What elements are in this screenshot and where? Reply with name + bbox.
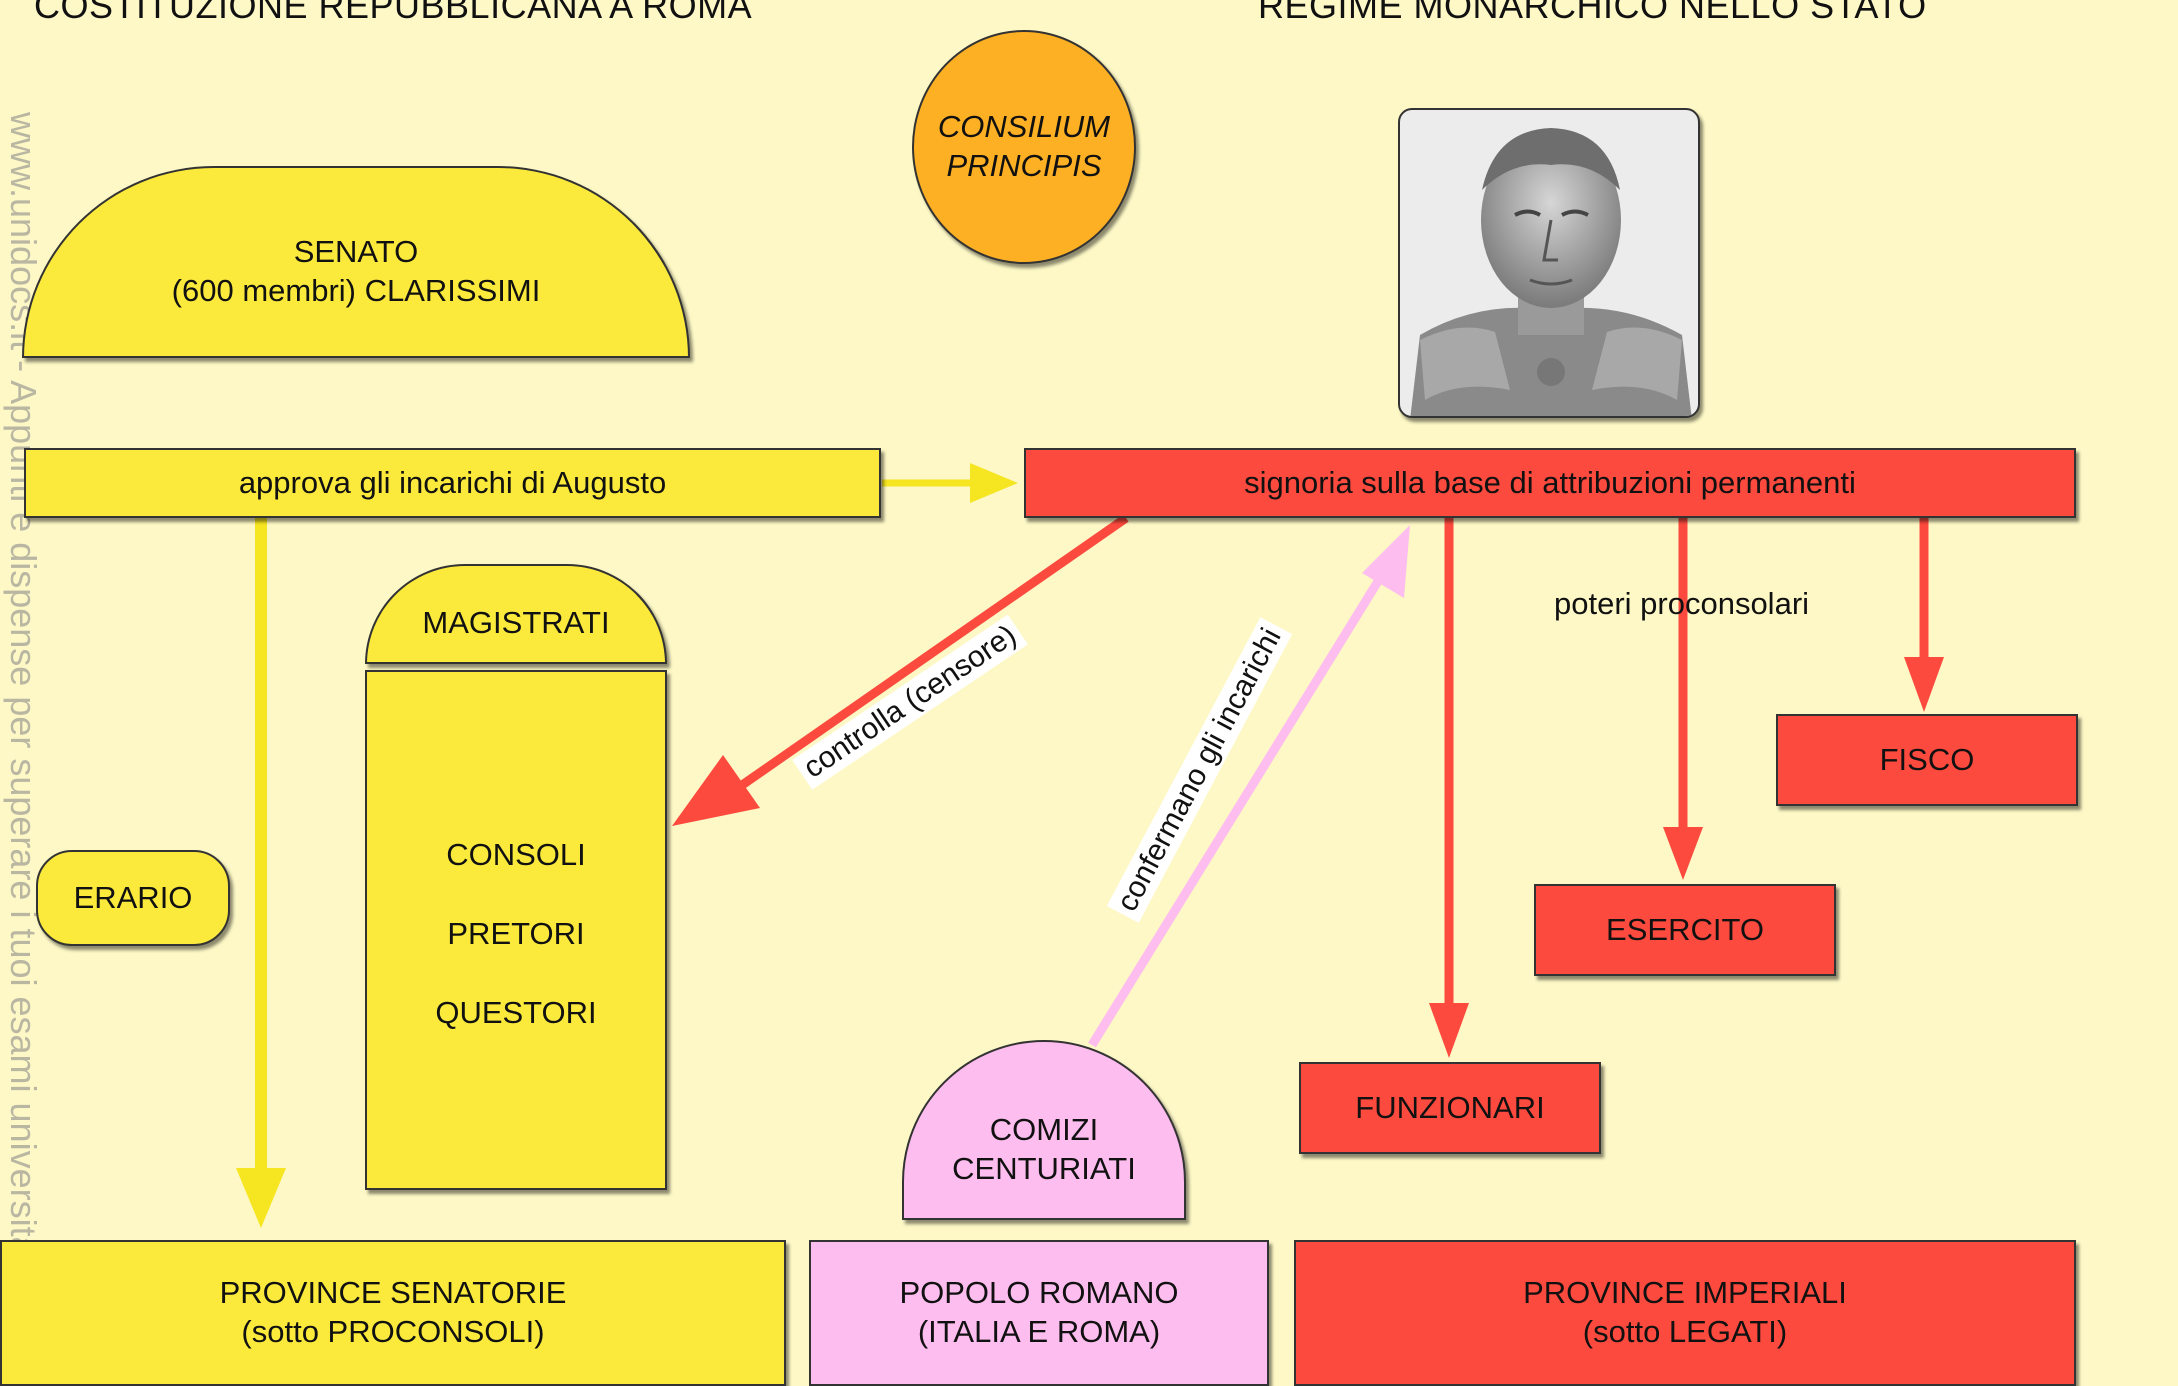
magistrati-title: MAGISTRATI <box>422 604 610 640</box>
augustus-bust-image <box>1398 108 1700 418</box>
province-senatorie-subtitle: (sotto PROCONSOLI) <box>241 1314 545 1349</box>
funzionari-box: FUNZIONARI <box>1299 1062 1601 1154</box>
popolo-romano-title: POPOLO ROMANO <box>899 1275 1179 1311</box>
senato-title: SENATO <box>293 234 419 270</box>
poteri-proconsolari-label: poteri proconsolari <box>1554 586 1810 621</box>
comizi-line1: COMIZI <box>989 1112 1099 1148</box>
funzionari-label: FUNZIONARI <box>1355 1089 1545 1125</box>
comizi-centuriati-dome: COMIZI CENTURIATI <box>902 1040 1186 1220</box>
controlla-label: controlla (censore) <box>792 614 1029 790</box>
arrow-to-esercito <box>1663 518 1703 880</box>
arrow-to-funzionari <box>1429 518 1469 1058</box>
magistrati-item-questori: QUESTORI <box>435 994 597 1030</box>
magistrati-item-consoli: CONSOLI <box>446 837 586 872</box>
esercito-label: ESERCITO <box>1606 911 1764 947</box>
arrow-approva-to-province-senatorie <box>236 516 286 1228</box>
magistrati-dome: MAGISTRATI <box>365 564 667 664</box>
approva-bar: approva gli incarichi di Augusto <box>24 448 881 518</box>
signoria-bar: signoria sulla base di attribuzioni perm… <box>1024 448 2076 518</box>
arrow-controlla <box>672 514 1129 826</box>
popolo-romano-subtitle: (ITALIA E ROMA) <box>917 1314 1161 1349</box>
confermano-label: confermano gli incarichi <box>1106 617 1293 923</box>
province-imperiali-subtitle: (sotto LEGATI) <box>1582 1314 1788 1349</box>
consilium-line1: CONSILIUM <box>937 109 1111 145</box>
popolo-romano-box: POPOLO ROMANO (ITALIA E ROMA) <box>809 1240 1269 1386</box>
province-imperiali-box: PROVINCE IMPERIALI (sotto LEGATI) <box>1294 1240 2076 1386</box>
magistrati-list-box: CONSOLI PRETORI QUESTORI <box>365 670 667 1190</box>
province-imperiali-title: PROVINCE IMPERIALI <box>1523 1275 1847 1311</box>
senato-dome: SENATO (600 membri) CLARISSIMI <box>22 166 690 358</box>
arrow-to-fisco <box>1904 518 1944 712</box>
fisco-label: FISCO <box>1879 741 1975 777</box>
approva-label: approva gli incarichi di Augusto <box>238 464 667 500</box>
erario-label: ERARIO <box>73 879 193 915</box>
heading-right: REGIME MONARCHICO NELLO STATO <box>1258 0 1927 26</box>
arrow-confermano <box>1088 525 1410 1048</box>
consilium-line2: PRINCIPIS <box>946 148 1102 183</box>
consilium-principis-circle: CONSILIUM PRINCIPIS <box>912 30 1136 264</box>
province-senatorie-title: PROVINCE SENATORIE <box>219 1275 567 1311</box>
erario-box: ERARIO <box>36 850 230 946</box>
senato-subtitle: (600 membri) CLARISSIMI <box>171 273 541 308</box>
signoria-label: signoria sulla base di attribuzioni perm… <box>1244 464 1856 500</box>
comizi-line2: CENTURIATI <box>952 1151 1136 1186</box>
fisco-box: FISCO <box>1776 714 2078 806</box>
heading-left: COSTITUZIONE REPUBBLICANA A ROMA <box>34 0 753 26</box>
esercito-box: ESERCITO <box>1534 884 1836 976</box>
arrow-approva-to-signoria <box>882 463 1018 503</box>
magistrati-item-pretori: PRETORI <box>447 915 585 951</box>
province-senatorie-box: PROVINCE SENATORIE (sotto PROCONSOLI) <box>0 1240 786 1386</box>
